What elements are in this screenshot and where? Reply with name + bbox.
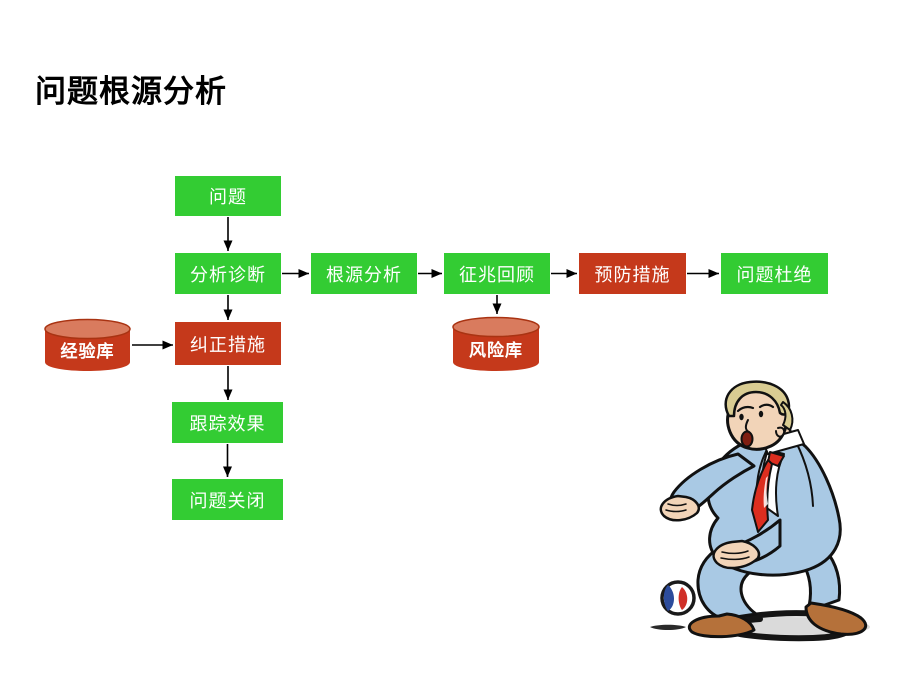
flow-node-label: 根源分析 [326, 264, 402, 285]
cylinder-shape [452, 316, 540, 371]
man-figure [659, 380, 868, 639]
slide-title: 问题根源分析 [35, 74, 227, 109]
flow-node-label: 跟踪效果 [189, 413, 266, 434]
cylinder-label: 经验库 [60, 342, 115, 361]
flow-node-label: 问题 [209, 187, 247, 207]
flow-node-risk-db: 风险库 [452, 316, 540, 372]
flow-node-label: 纠正措施 [190, 334, 266, 355]
cylinder-shape [44, 318, 131, 371]
flow-node-label: 征兆回顾 [459, 264, 535, 285]
flow-node-close-problem: 问题关闭 [172, 479, 283, 520]
flow-node-label: 预防措施 [594, 264, 671, 285]
flow-node-experience-db: 经验库 [44, 318, 131, 372]
flow-node-label: 问题关闭 [189, 490, 266, 511]
cylinder-label: 风险库 [469, 341, 523, 360]
flow-node-corrective: 纠正措施 [175, 322, 281, 365]
flow-node-eliminate: 问题杜绝 [721, 253, 828, 294]
flow-node-root-cause: 根源分析 [311, 253, 417, 294]
flow-node-symptom-review: 征兆回顾 [444, 253, 550, 294]
flow-node-label: 分析诊断 [190, 264, 266, 285]
flow-node-problem: 问题 [175, 176, 281, 216]
flow-node-label: 问题杜绝 [736, 264, 813, 285]
flow-node-prevention: 预防措施 [579, 253, 686, 294]
man-catching-ball-illustration [650, 380, 870, 642]
flow-node-analyze: 分析诊断 [175, 253, 281, 294]
flow-node-track-effect: 跟踪效果 [172, 402, 283, 443]
striped-ball [660, 580, 696, 616]
